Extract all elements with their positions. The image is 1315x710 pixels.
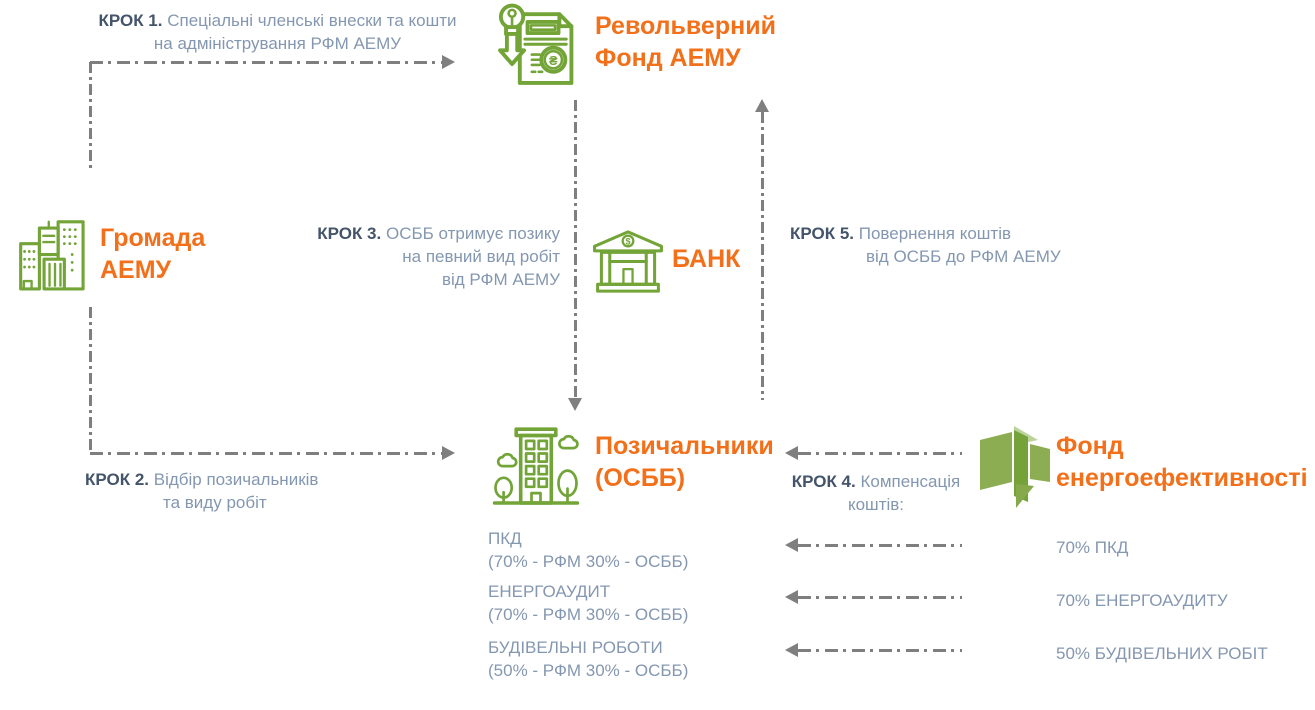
borrower-cost-item: ЕНЕРГОАУДИТ (70% - РФМ 30% - ОСББ) xyxy=(488,580,688,626)
step1-line2: на адміністрування РФМ АЕМУ xyxy=(153,34,402,53)
step1-line1: КРОК 1. Спеціальні членські внески та ко… xyxy=(98,11,457,30)
step1-label: КРОК 1. xyxy=(98,11,163,30)
bank-title: БАНК xyxy=(672,245,741,273)
revolving-fund-title: Револьверний Фонд АЕМУ xyxy=(595,12,776,72)
step4-label: КРОК 4. xyxy=(791,472,856,491)
step4-line1: КРОК 4. Компенсація xyxy=(791,472,961,491)
comp-arrow3-arrowhead-left-icon xyxy=(785,643,798,657)
comp-arrow2-line xyxy=(798,596,962,599)
cost-item-detail: (70% - РФМ 30% - ОСББ) xyxy=(488,552,689,571)
fund-compensation-item: 50% БУДІВЕЛЬНИХ РОБІТ xyxy=(1056,644,1268,663)
step3-line3: від РФМ АЕМУ xyxy=(441,270,560,289)
city-buildings-icon xyxy=(16,214,94,292)
comp-arrow1-arrowhead-left-icon xyxy=(785,538,798,552)
cost-item-title: ПКД xyxy=(488,529,522,548)
bank-building-icon: $ xyxy=(590,220,666,300)
step2-text: КРОК 2. Відбір позичальників та виду роб… xyxy=(85,468,385,514)
step1-arrow-line xyxy=(90,61,442,64)
cost-item-detail: (50% - РФМ 30% - ОСББ) xyxy=(488,661,689,680)
step5-line1: КРОК 5. Повернення коштів xyxy=(790,224,1012,243)
step2-line1: КРОК 2. Відбір позичальників xyxy=(85,470,319,489)
borrowers-to-fund-arrowhead-up-icon xyxy=(755,99,769,112)
borrower-cost-item: ПКД (70% - РФМ 30% - ОСББ) xyxy=(488,527,688,573)
step4-arrowhead-left-icon xyxy=(785,446,798,460)
step5-label: КРОК 5. xyxy=(790,224,854,243)
step2-arrowhead-right-icon xyxy=(442,446,455,460)
borrower-cost-item: БУДІВЕЛЬНІ РОБОТИ (50% - РФМ 30% - ОСББ) xyxy=(488,636,688,682)
step3-text: КРОК 3. ОСББ отримує позику на певний ви… xyxy=(300,222,560,291)
step2-label: КРОК 2. xyxy=(85,470,149,489)
fund-compensation-item: 70% ПКД xyxy=(1056,538,1129,557)
step1-arrowhead-right-icon xyxy=(442,55,455,69)
fund-to-borrowers-line xyxy=(574,100,577,398)
cost-item-detail: (70% - РФМ 30% - ОСББ) xyxy=(488,605,689,624)
comp-arrow2-arrowhead-left-icon xyxy=(785,590,798,604)
step2-arrow-line xyxy=(90,452,442,455)
energy-fund-title: Фонд енергоефективності xyxy=(1056,432,1308,492)
fund-to-borrowers-arrowhead-down-icon xyxy=(568,398,582,411)
borrowers-to-fund-line xyxy=(761,112,764,400)
community-vertical-line-bottom xyxy=(89,307,92,454)
step5-text: КРОК 5. Повернення коштів від ОСББ до РФ… xyxy=(790,222,1090,268)
cost-item-title: ЕНЕРГОАУДИТ xyxy=(488,582,611,601)
energy-efficiency-fund-logo xyxy=(978,424,1050,518)
step4-arrow-line xyxy=(798,452,962,455)
step1-text: КРОК 1. Спеціальні членські внески та ко… xyxy=(80,9,475,55)
svg-text:₴: ₴ xyxy=(549,53,558,68)
community-vertical-line-top xyxy=(89,62,92,172)
apartment-trees-icon xyxy=(489,422,583,512)
fund-compensation-item: 70% ЕНЕРГОАУДИТУ xyxy=(1056,591,1228,610)
comp-arrow3-line xyxy=(798,649,962,652)
step4-text: КРОК 4. Компенсація коштів: xyxy=(780,470,972,516)
step3-line2: на певний вид робіт xyxy=(402,247,560,266)
step3-line1: КРОК 3. ОСББ отримує позику xyxy=(317,224,560,243)
step2-line2: та виду робіт xyxy=(163,493,267,512)
svg-text:$: $ xyxy=(625,236,630,246)
comp-arrow1-line xyxy=(798,544,962,547)
step3-label: КРОК 3. xyxy=(317,224,382,243)
borrowers-title: Позичальники (ОСББ) xyxy=(595,432,774,492)
community-title: Громада АЕМУ xyxy=(100,224,206,284)
document-money-icon: ₴ xyxy=(492,3,582,89)
step4-line2: коштів: xyxy=(847,495,905,514)
step5-line2: від ОСББ до РФМ АЕМУ xyxy=(866,247,1061,266)
cost-item-title: БУДІВЕЛЬНІ РОБОТИ xyxy=(488,638,663,657)
